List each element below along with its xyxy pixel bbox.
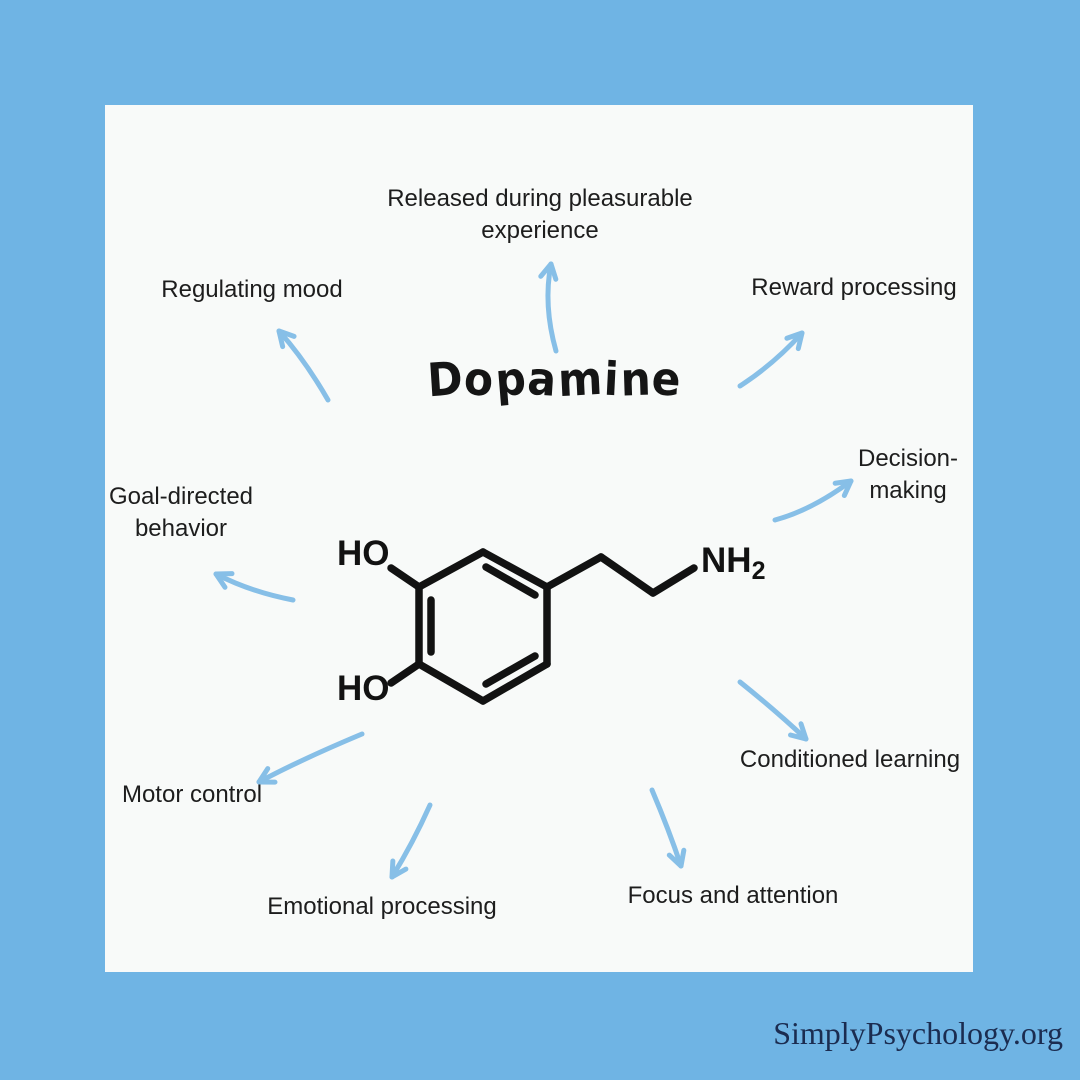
title-letter: p bbox=[493, 350, 530, 408]
amine-label: NH2 bbox=[701, 541, 766, 585]
label-focus-and-attention: Focus and attention bbox=[627, 882, 839, 909]
title-letter: o bbox=[462, 350, 498, 408]
title-letter: m bbox=[556, 350, 606, 408]
label-decision-making: Decision-making bbox=[857, 445, 959, 504]
diagram-title: Dopamine bbox=[425, 350, 685, 408]
title-letter: i bbox=[602, 351, 622, 407]
title-letter: n bbox=[619, 351, 653, 407]
title-letter: e bbox=[650, 350, 685, 408]
label-regulating-mood: Regulating mood bbox=[161, 276, 343, 303]
label-reward-processing: Reward processing bbox=[751, 274, 957, 301]
hydroxyl-bottom-label: HO bbox=[337, 669, 390, 708]
title-letter: a bbox=[525, 350, 560, 408]
title-letter: D bbox=[425, 350, 467, 408]
hydroxyl-top-label: HO bbox=[337, 534, 390, 573]
label-conditioned-learning: Conditioned learning bbox=[739, 746, 961, 773]
label-emotional-processing: Emotional processing bbox=[267, 893, 497, 920]
label-motor-control: Motor control bbox=[121, 781, 263, 808]
watermark-text: SimplyPsychology.org bbox=[773, 1015, 1063, 1051]
diagram-card bbox=[105, 105, 973, 972]
